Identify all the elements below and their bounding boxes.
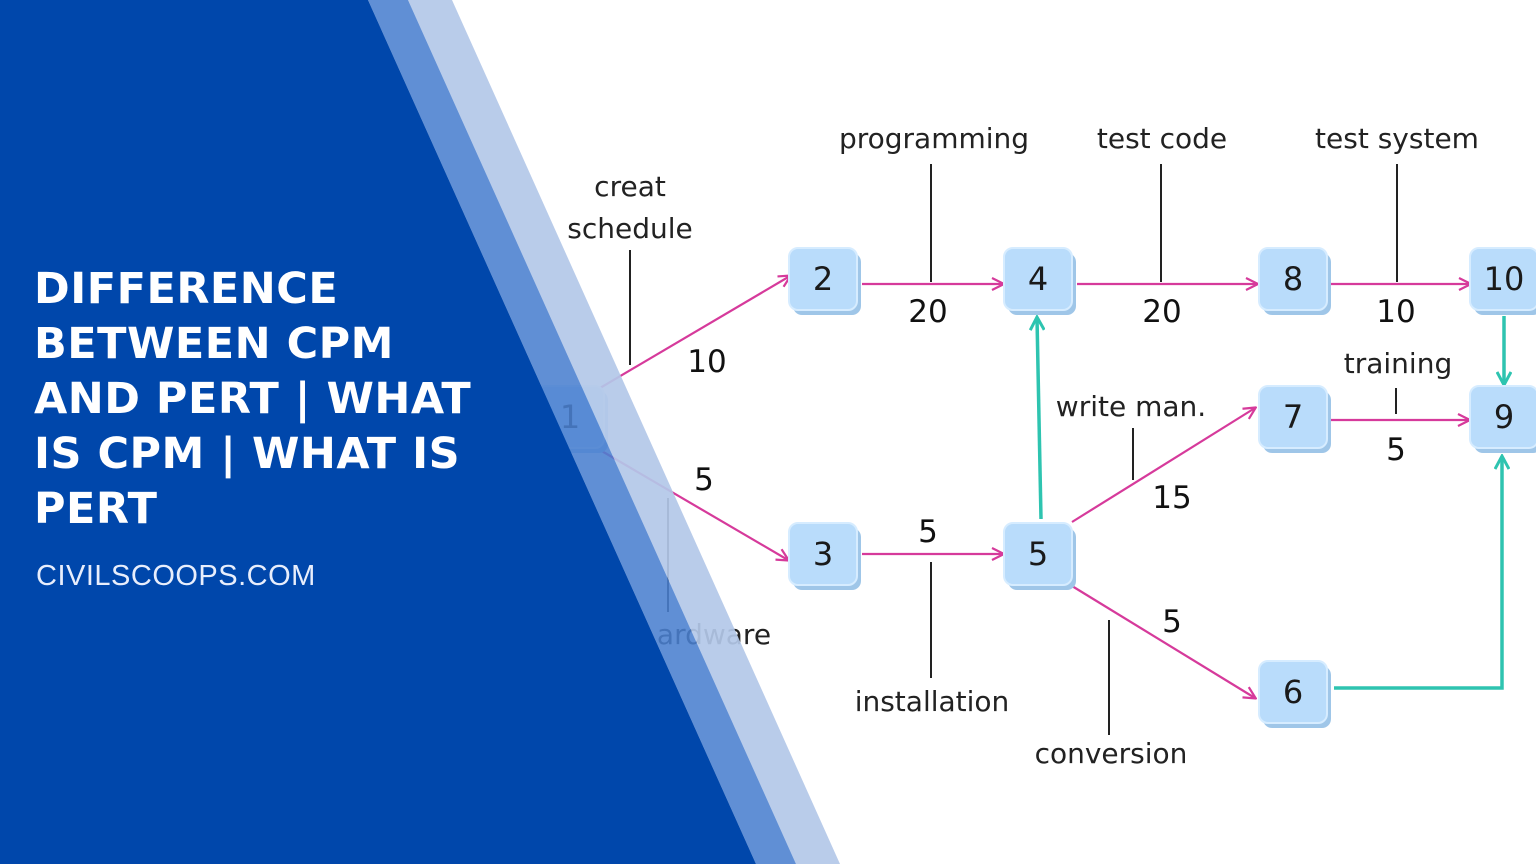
duration-label-1-3: 5 <box>694 462 714 498</box>
node-box <box>788 522 858 586</box>
node-label: 9 <box>1494 398 1514 436</box>
node-label: 8 <box>1283 260 1303 298</box>
banner-title: DIFFERENCE BETWEEN CPM AND PERT | WHAT I… <box>34 264 472 534</box>
node-label: 7 <box>1283 398 1303 436</box>
duration-label-4-8: 20 <box>1142 294 1181 330</box>
edge-labels: 10creatschedule5ardware20programming5ins… <box>567 122 1479 770</box>
activity-label-1-2-line1: creat <box>594 170 666 203</box>
node-box <box>1258 247 1328 311</box>
activity-label-5-7: write man. <box>1056 390 1206 423</box>
duration-label-8-10: 10 <box>1376 294 1415 330</box>
node-box <box>1258 385 1328 449</box>
node-label: 10 <box>1484 260 1525 298</box>
activity-label-2-4: programming <box>839 122 1029 155</box>
activity-label-1-2-line2: schedule <box>567 212 692 245</box>
dummy-arrow-6-9 <box>1334 457 1502 690</box>
activity-arrow-5-7 <box>1071 408 1255 523</box>
node-box <box>1003 247 1073 311</box>
activity-label-7-9: training <box>1344 347 1452 380</box>
duration-label-3-5: 5 <box>918 514 938 550</box>
duration-label-5-6: 5 <box>1162 604 1182 640</box>
activity-label-3-5: installation <box>855 685 1010 718</box>
node-3: 3 <box>788 522 861 590</box>
dummy-arrow-5-4 <box>1037 318 1041 520</box>
duration-label-5-7: 15 <box>1152 480 1191 516</box>
banner-stripe-light <box>408 0 840 864</box>
activity-label-8-10: test system <box>1315 122 1479 155</box>
node-box <box>1469 247 1536 311</box>
node-9: 9 <box>1469 385 1536 453</box>
duration-label-1-2: 10 <box>687 344 726 380</box>
banner-stripe-mid <box>368 0 796 864</box>
node-box <box>788 247 858 311</box>
activity-label-5-6: conversion <box>1035 737 1188 770</box>
node-label: 4 <box>1028 260 1048 298</box>
node-10: 10 <box>1469 247 1536 315</box>
node-6: 6 <box>1258 660 1331 728</box>
node-label: 2 <box>813 260 833 298</box>
node-5: 5 <box>1003 522 1076 590</box>
node-box <box>1469 385 1536 449</box>
site-name: CIVILSCOOPS.COM <box>36 560 316 592</box>
activity-arrow-1-2 <box>599 276 790 389</box>
node-8: 8 <box>1258 247 1331 315</box>
duration-label-7-9: 5 <box>1386 432 1406 468</box>
banner-panel <box>0 0 756 864</box>
node-7: 7 <box>1258 385 1331 453</box>
node-2: 2 <box>788 247 861 315</box>
activity-label-4-8: test code <box>1097 122 1227 155</box>
node-label: 6 <box>1283 673 1303 711</box>
activity-arrow-5-6 <box>1071 585 1255 698</box>
node-label: 3 <box>813 535 833 573</box>
node-box <box>1258 660 1328 724</box>
node-box <box>1003 522 1073 586</box>
node-label: 5 <box>1028 535 1048 573</box>
duration-label-2-4: 20 <box>908 294 947 330</box>
node-4: 4 <box>1003 247 1076 315</box>
